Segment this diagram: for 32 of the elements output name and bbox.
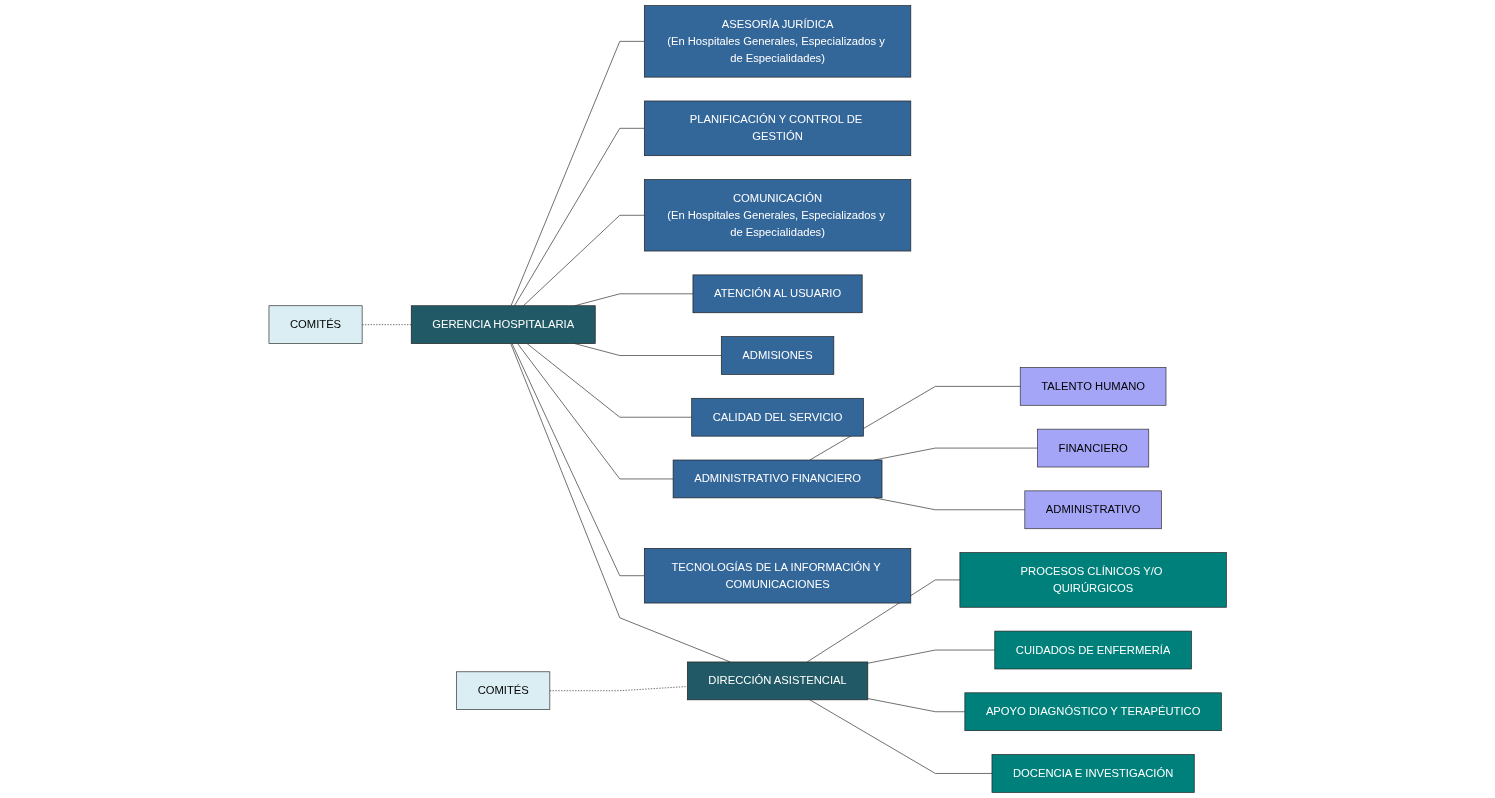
node-box: CALIDAD DEL SERVICIO — [691, 397, 864, 437]
connector — [511, 343, 645, 577]
connector — [526, 343, 692, 418]
connector — [806, 579, 961, 663]
node-box: COMITÉS — [268, 305, 363, 344]
node-box: ATENCIÓN AL USUARIO — [692, 274, 863, 314]
connector — [522, 214, 645, 307]
node-box: COMITÉS — [456, 671, 551, 710]
node-box: PROCESOS CLÍNICOS Y/O QUIRÚRGICOS — [959, 552, 1227, 608]
node-box: ADMINISTRATIVO — [1024, 490, 1162, 530]
node-box: COMUNICACIÓN (En Hospitales Generales, Especializados y de Especialidades) — [643, 179, 911, 252]
connector — [867, 649, 995, 664]
connector — [809, 386, 1021, 461]
connector — [513, 128, 645, 307]
node-box: ADMISIONES — [720, 336, 834, 375]
node-box: TALENTO HUMANO — [1019, 367, 1167, 406]
connector — [510, 41, 645, 307]
node-box: GERENCIA HOSPITALARIA — [410, 305, 596, 344]
node-box: ADMINISTRATIVO FINANCIERO — [672, 459, 883, 499]
node-box: CUIDADOS DE ENFERMERÍA — [994, 630, 1192, 670]
connector — [361, 324, 412, 326]
node-box: DIRECCIÓN ASISTENCIAL — [686, 661, 868, 701]
node-box: APOYO DIAGNÓSTICO Y TERAPÉUTICO — [964, 692, 1222, 732]
connector — [809, 699, 993, 774]
node-box: TECNOLOGÍAS DE LA INFORMACIÓN Y COMUNICACIONES — [643, 548, 911, 604]
connector — [867, 698, 966, 713]
connector — [549, 686, 688, 692]
node-box: DOCENCIA E INVESTIGACIÓN — [991, 754, 1195, 793]
connector — [517, 343, 674, 480]
node-box: FINANCIERO — [1037, 428, 1149, 468]
node-box: PLANIFICACIÓN Y CONTROL DE GESTIÓN — [643, 100, 911, 156]
node-box: ASESORÍA JURÍDICA (En Hospitales Generales, Especializados y de Especialidades) — [643, 5, 911, 78]
